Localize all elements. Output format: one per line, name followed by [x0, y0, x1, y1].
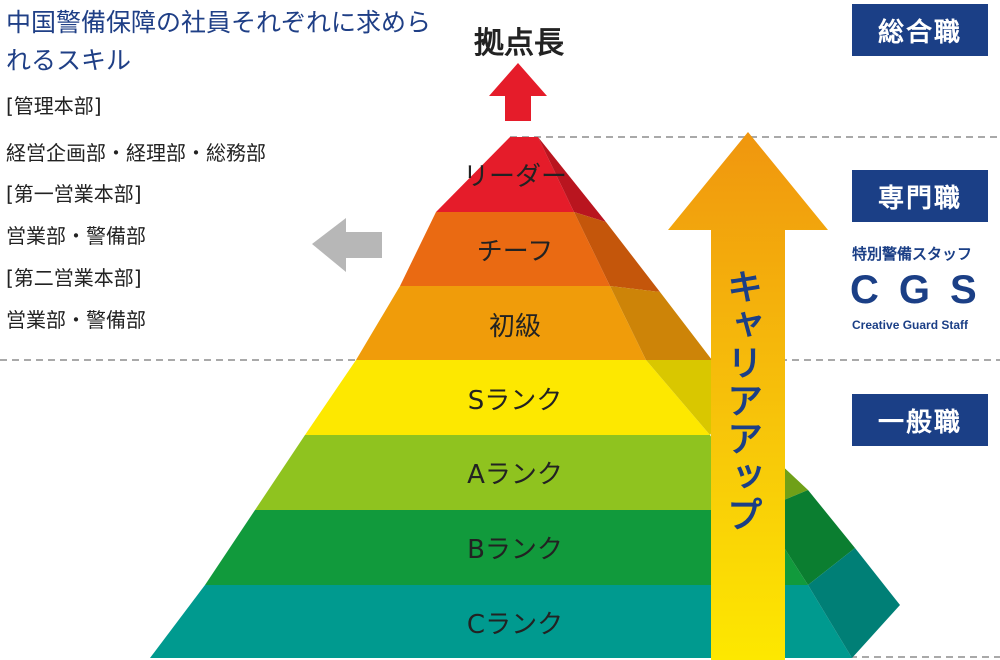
department-line-3: [第一営業本部]: [6, 182, 142, 206]
left-arrow-icon: [312, 218, 382, 272]
up-arrow-icon: [489, 63, 547, 121]
tier-shokyu-side: [610, 286, 712, 360]
tier-label-s-rank: Sランク: [467, 386, 563, 416]
career-up-label: キャリアアップ: [721, 268, 762, 534]
page-title: 中国警備保障の社員それぞれに求められるスキル: [6, 8, 432, 75]
cgs-acronym: CGS: [850, 268, 997, 312]
category-badge-sogo: 総合職: [852, 4, 988, 56]
tier-chief-side: [574, 212, 660, 292]
tier-label-shokyu: 初級: [488, 312, 541, 342]
category-badge-senmon: 専門職: [852, 170, 988, 222]
tier-shokyu-face: [356, 286, 646, 360]
department-line-6: 営業部・警備部: [6, 308, 146, 332]
tier-s-face: [305, 360, 710, 435]
cgs-english: Creative Guard Staff: [852, 318, 969, 332]
department-line-1: [管理本部]: [6, 94, 102, 118]
department-line-5: [第二営業本部]: [6, 266, 142, 290]
tier-label-b-rank: Bランク: [467, 535, 563, 565]
career-up-arrow-icon: [668, 132, 828, 660]
top-label-kyotencho: 拠点長: [474, 26, 564, 61]
tier-c-side: [808, 548, 900, 658]
tier-label-c-rank: Cランク: [466, 610, 564, 640]
tier-b-face: [205, 510, 808, 585]
tier-chief-face: [400, 212, 610, 286]
tier-label-leader: リーダー: [462, 162, 567, 192]
department-line-2: 経営企画部・経理部・総務部: [6, 141, 266, 165]
department-line-4: 営業部・警備部: [6, 224, 146, 248]
cgs-subtitle: 特別警備スタッフ: [852, 245, 973, 263]
tier-c-face: [150, 585, 852, 658]
tier-leader-side: [538, 137, 606, 222]
tier-label-a-rank: Aランク: [467, 460, 563, 490]
tier-leader-face: [436, 137, 574, 212]
tier-label-chief: チーフ: [476, 237, 554, 267]
category-badge-ippan: 一般職: [852, 394, 988, 446]
tier-a-face: [255, 435, 760, 510]
